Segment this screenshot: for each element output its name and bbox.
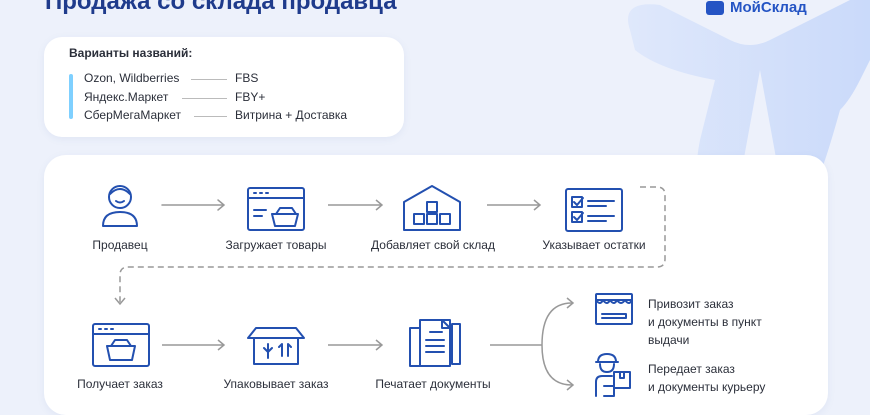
step-label: Печатает документы	[375, 377, 491, 391]
outcome-line: выдачи	[648, 333, 690, 347]
warehouse-icon	[403, 185, 461, 231]
step-label: Указывает остатки	[542, 238, 646, 252]
outcome-pickup-text: Привозит заказ и документы в пункт выдач…	[648, 295, 762, 349]
step-label: Продавец	[92, 238, 148, 252]
documents-icon	[409, 319, 461, 367]
outcome-line: Передает заказ	[648, 362, 735, 376]
step-label: Добавляет свой склад	[371, 238, 495, 252]
variants-heading: Варианты названий:	[69, 46, 193, 60]
arrow	[487, 199, 542, 211]
arrow	[162, 339, 226, 351]
basket-window-icon	[247, 187, 305, 231]
arrow	[161, 199, 226, 211]
logo-text: МойСклад	[730, 0, 807, 16]
divider-line	[182, 98, 227, 99]
person-icon	[102, 185, 138, 227]
divider-line	[191, 79, 227, 80]
logo-icon	[706, 1, 724, 15]
flow-connectors	[114, 186, 666, 391]
outcome-line: и документы курьеру	[648, 380, 766, 394]
step-label: Упаковывает заказ	[223, 377, 329, 391]
variants-card	[44, 37, 404, 137]
logo: МойСклад	[706, 0, 807, 17]
outcome-courier-text: Передает заказ и документы курьеру	[648, 360, 765, 396]
variant-marketplace: СберМегаМаркет	[84, 108, 181, 122]
variant-scheme: Витрина + Доставка	[235, 108, 348, 122]
step-label: Получает заказ	[77, 377, 163, 391]
variant-scheme: FBY+	[235, 90, 266, 104]
dashed-return-path	[119, 186, 666, 303]
arrow	[328, 199, 384, 211]
variant-marketplace: Яндекс.Маркет	[84, 90, 169, 104]
arrow	[328, 339, 384, 351]
courier-icon	[595, 353, 631, 397]
box-icon	[247, 327, 305, 365]
variant-marketplace: Ozon, Wildberries	[84, 71, 180, 85]
basket-window-icon	[92, 323, 150, 367]
branch-path	[490, 302, 573, 386]
page-title: Продажа со склада продавца	[45, 0, 397, 15]
variant-scheme: FBS	[235, 71, 259, 85]
arrow	[566, 297, 575, 391]
pickup-point-icon	[595, 293, 633, 325]
step-label: Загружает товары	[225, 238, 327, 252]
outcome-line: и документы в пункт	[648, 315, 762, 329]
accent-bar	[69, 74, 73, 119]
arrow	[114, 297, 126, 306]
outcome-line: Привозит заказ	[648, 297, 734, 311]
process-card	[44, 155, 828, 415]
divider-line	[194, 116, 227, 117]
checklist-icon	[565, 188, 623, 232]
decorative-star	[628, 0, 870, 205]
